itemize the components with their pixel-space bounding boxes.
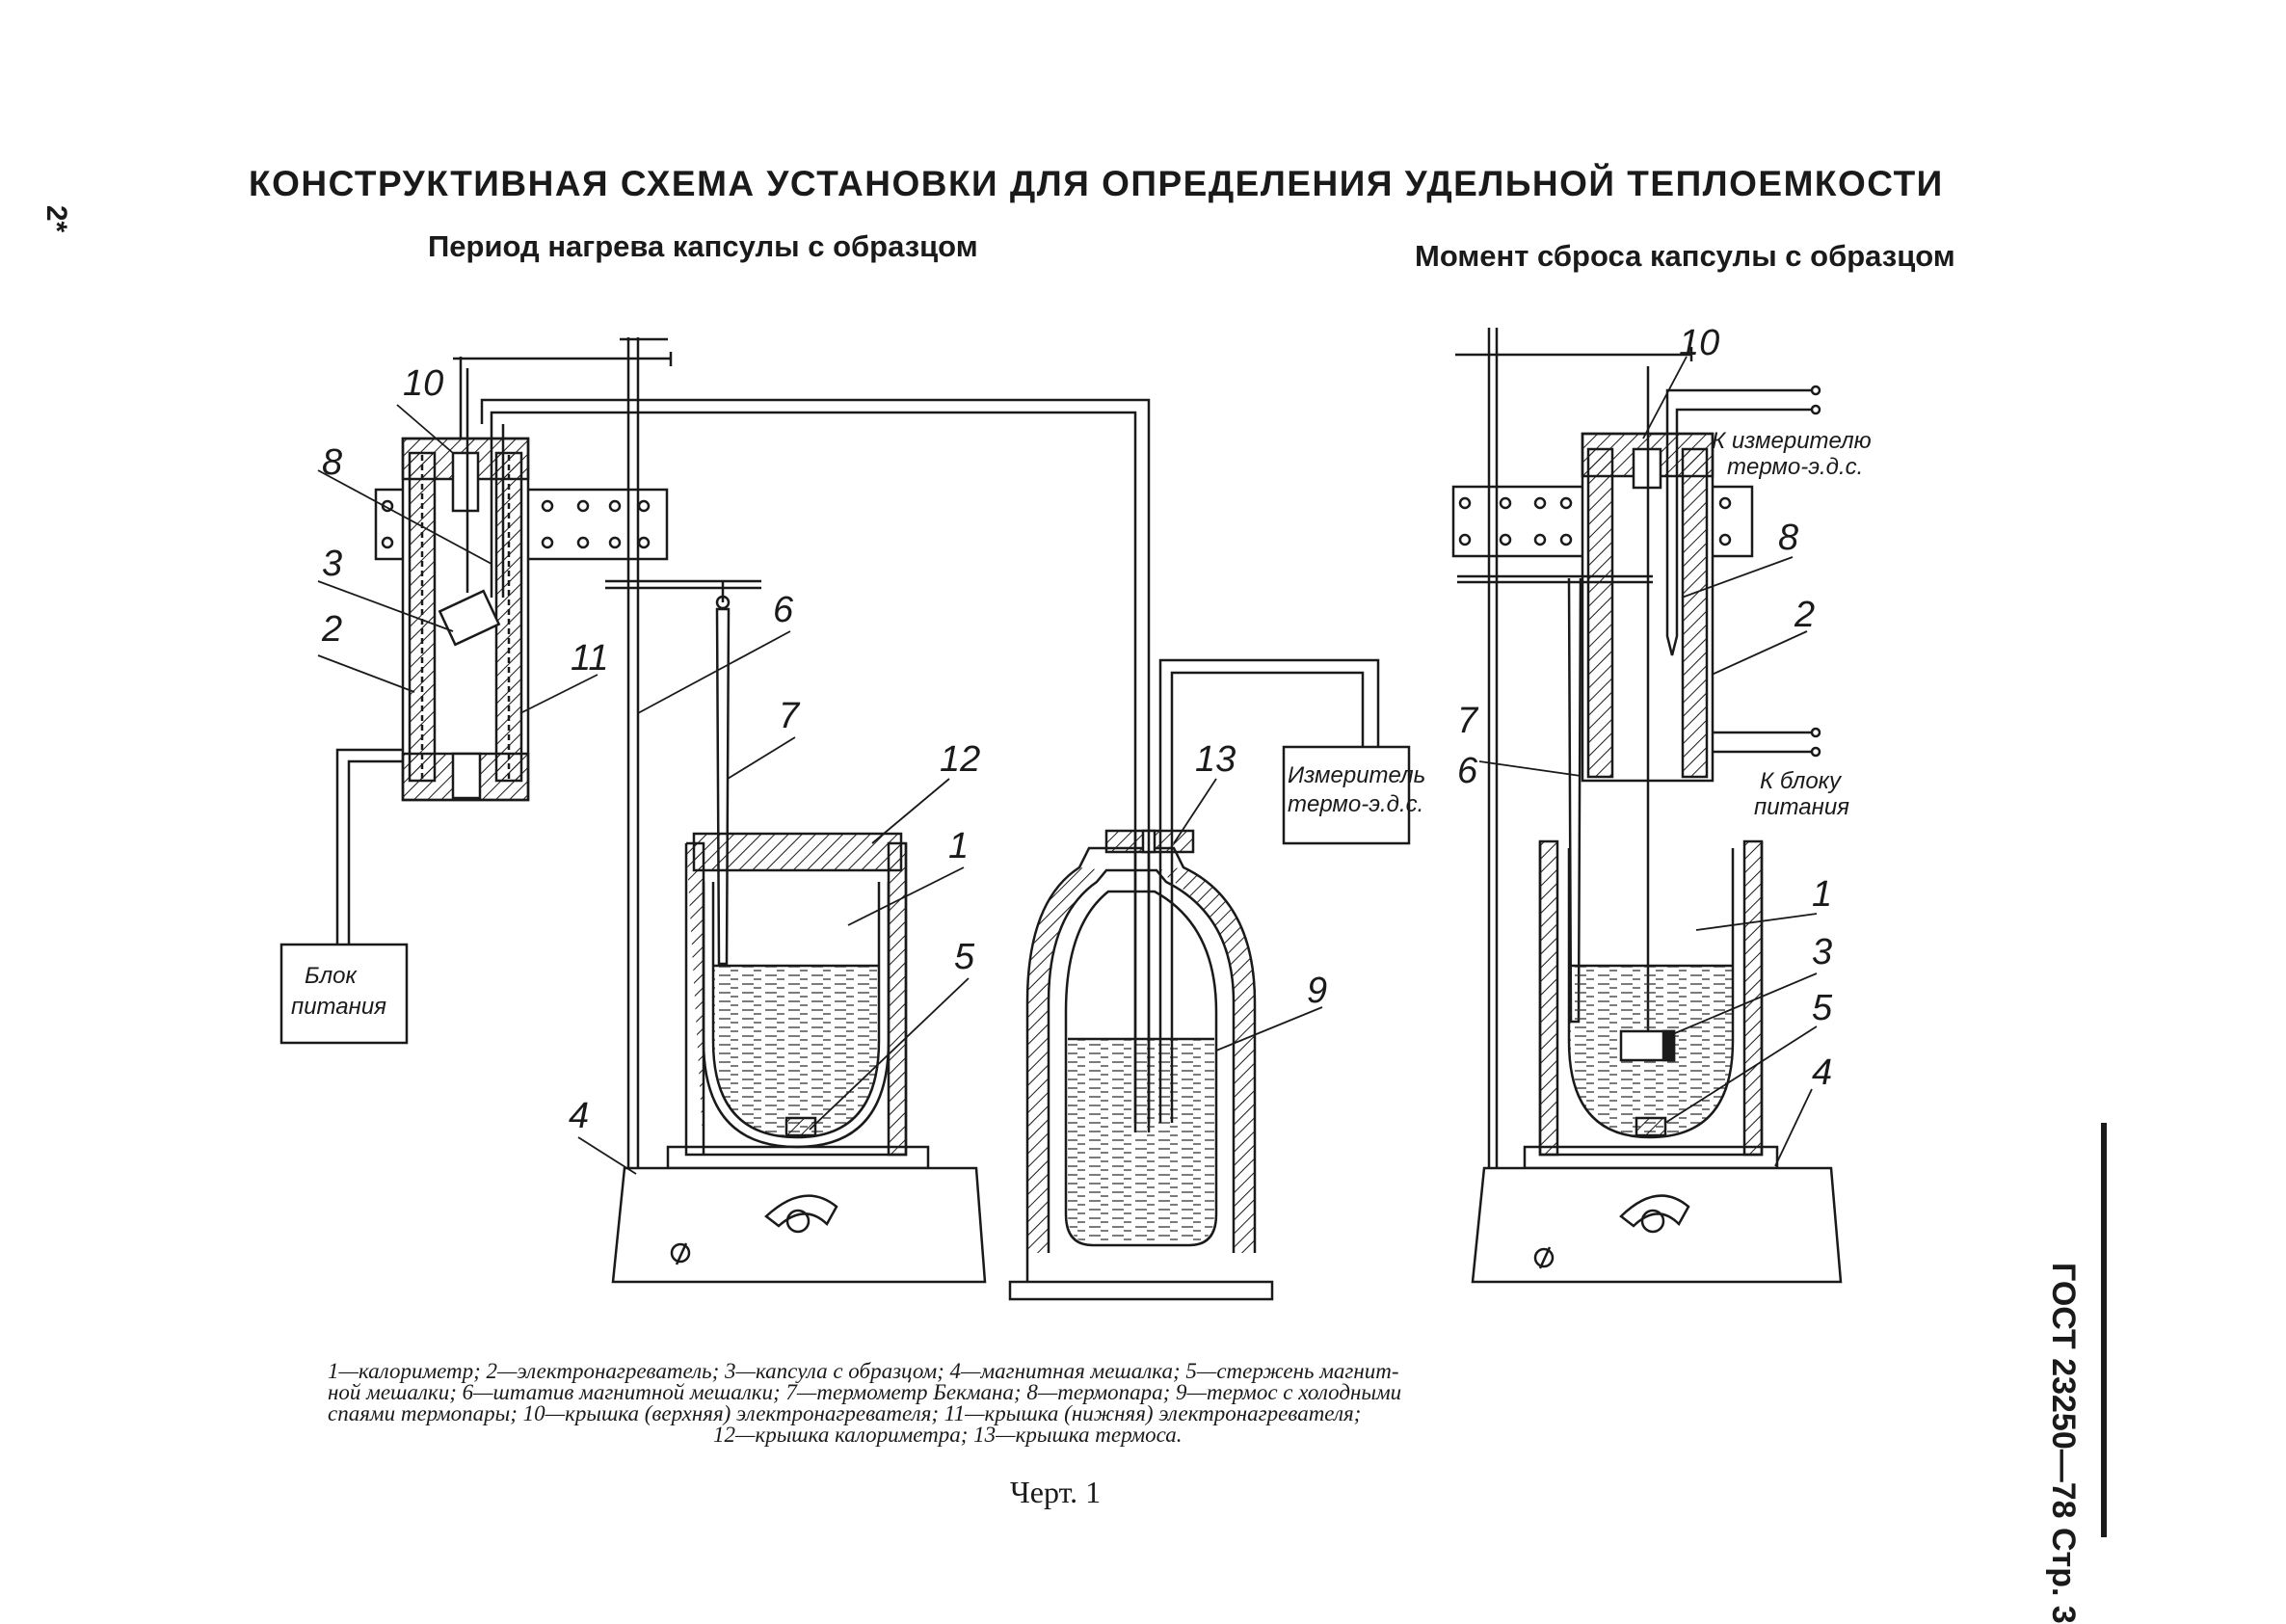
- beckmann-thermometer-right: [1567, 577, 1582, 1024]
- label-6-left: 6: [773, 590, 794, 630]
- label-8-right: 8: [1778, 518, 1798, 558]
- magnetic-stirrer-right: [1471, 1145, 1843, 1284]
- magnetic-stirrer-left: [611, 1145, 987, 1284]
- label-13: 13: [1195, 739, 1236, 780]
- thermos: [1008, 829, 1274, 1301]
- power-supply-label-line2: питания: [291, 994, 386, 1020]
- beckmann-thermometer-left: [715, 581, 731, 966]
- legend-line: ной мешалки; 6—штатив магнитной мешалки;…: [328, 1380, 1402, 1404]
- legend-line: спаями термопары; 10—крышка (верхняя) эл…: [328, 1401, 1362, 1425]
- label-4-right: 4: [1812, 1052, 1832, 1093]
- label-6-right: 6: [1457, 751, 1478, 791]
- legend-line: 1—калориметр; 2—электронагреватель; 3—ка…: [328, 1359, 1399, 1383]
- label-2-left: 2: [321, 609, 342, 650]
- side-rule: [2101, 1123, 2107, 1537]
- label-1-left: 1: [948, 826, 969, 866]
- to-meter-label-line2: термо-э.д.с.: [1727, 454, 1863, 480]
- emf-meter-label-line1: Измеритель: [1288, 762, 1425, 788]
- standard-code: ГОСТ 23250—78 Стр. 3: [2045, 1263, 2082, 1624]
- label-4-left: 4: [569, 1096, 589, 1136]
- subtitle-drop-moment: Момент сброса капсулы с образцом: [1415, 239, 1955, 273]
- power-supply-left: [279, 943, 409, 1045]
- electric-heater-right: [1581, 366, 1714, 1041]
- label-8-left: 8: [322, 442, 342, 483]
- label-9: 9: [1307, 971, 1327, 1011]
- label-3-left: 3: [322, 544, 342, 584]
- emf-meter: [1282, 745, 1411, 845]
- to-meter-label-line1: К измерителю: [1712, 428, 1872, 454]
- to-power-label-line2: питания: [1754, 794, 1849, 820]
- to-power-label-line1: К блоку: [1760, 768, 1843, 794]
- label-12: 12: [940, 739, 980, 780]
- subtitle-heating-period: Период нагрева капсулы с образцом: [428, 229, 978, 263]
- label-5-right: 5: [1812, 988, 1833, 1028]
- figure-caption: Черт. 1: [1010, 1475, 1102, 1509]
- label-7-right: 7: [1457, 701, 1479, 741]
- capsule-left: [438, 589, 501, 647]
- emf-meter-label-line2: термо-э.д.с.: [1288, 791, 1423, 817]
- calorimeter-left: [684, 832, 908, 1157]
- label-5-left: 5: [954, 937, 975, 977]
- legend-line: 12—крышка калориметра; 13—крышка термоса…: [713, 1423, 1183, 1447]
- label-10-left: 10: [403, 363, 443, 404]
- label-7-left: 7: [779, 696, 801, 736]
- power-supply-label-line1: Блок: [305, 963, 359, 989]
- label-10-right: 10: [1679, 323, 1719, 363]
- label-3-right: 3: [1812, 932, 1832, 972]
- label-11-left: 11: [571, 638, 608, 679]
- legend: 1—калориметр; 2—электронагреватель; 3—ка…: [328, 1359, 1870, 1447]
- label-2-right: 2: [1794, 595, 1815, 635]
- label-1-right: 1: [1812, 874, 1832, 915]
- calorimeter-right: [1538, 839, 1764, 1157]
- electric-heater-left: [401, 437, 530, 802]
- page-title: КОНСТРУКТИВНАЯ СХЕМА УСТАНОВКИ ДЛЯ ОПРЕД…: [249, 164, 1944, 203]
- apparatus-diagram: 10 8 3 2 11 6 7 12 1 5 4 13 9 10 8 2 7 6…: [279, 323, 1872, 1301]
